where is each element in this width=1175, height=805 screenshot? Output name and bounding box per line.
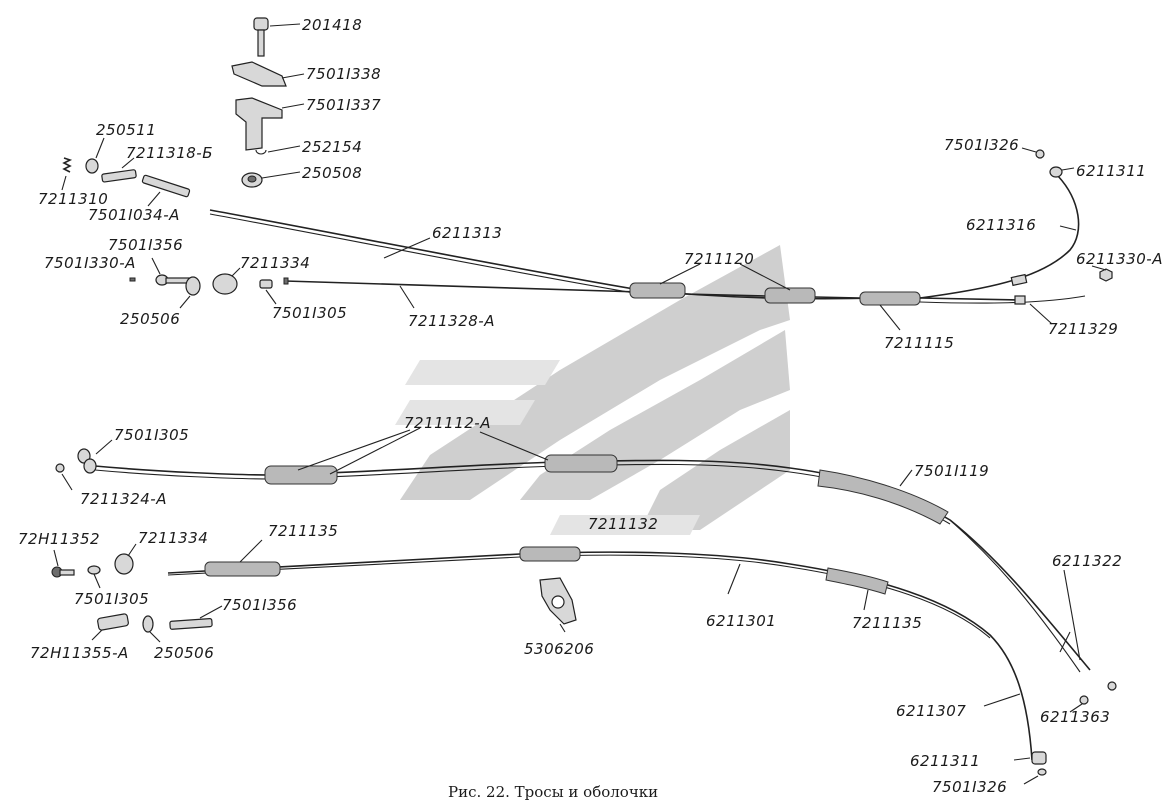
- label-7211115: 7211115: [884, 334, 954, 352]
- label-7501305-bot: 7501I305: [74, 590, 149, 608]
- label-250511: 250511: [96, 121, 156, 139]
- tip-7501330a: [129, 277, 136, 282]
- label-7211112a: 7211112-А: [404, 414, 491, 432]
- end-7501326-bot: [1023, 768, 1047, 785]
- label-7501356-top: 7501I356: [108, 236, 183, 254]
- clamp-5306206: [539, 577, 577, 633]
- end-6211311-bot: [1013, 751, 1047, 765]
- ring-7501305-bot: [87, 565, 101, 589]
- ends-7501305-mid: [55, 439, 113, 491]
- label-5306206: 5306206: [524, 640, 594, 658]
- bracket-7501337: [235, 97, 305, 151]
- nut-250508-top: [241, 171, 301, 188]
- label-7211310: 7211310: [38, 190, 108, 208]
- label-7501326-top: 7501I326: [944, 136, 1019, 154]
- clip-7501338: [231, 61, 305, 87]
- label-7211120: 7211120: [684, 250, 754, 268]
- washer-250511: [85, 137, 105, 174]
- cable-7211328a: [283, 277, 641, 309]
- label-6211322: 6211322: [1052, 552, 1122, 570]
- ring-252154: [255, 145, 301, 155]
- nut-7211334-top: [212, 267, 241, 295]
- label-7211318b: 7211318-Б: [126, 144, 213, 162]
- label-6211363: 6211363: [1040, 708, 1110, 726]
- cable-7211329: [919, 295, 1086, 325]
- label-7501330a: 7501I330-А: [44, 254, 136, 272]
- label-7211135-right: 7211135: [852, 614, 922, 632]
- sleeve-7211120: [629, 263, 816, 304]
- label-7211334-bot: 7211334: [138, 529, 208, 547]
- label-250506-bot: 250506: [154, 644, 214, 662]
- label-7501326-bot: 7501I326: [932, 778, 1007, 796]
- label-6211316: 6211316: [966, 216, 1036, 234]
- label-6211311-bot: 6211311: [910, 752, 980, 770]
- label-6211307: 6211307: [896, 702, 966, 720]
- bolt-7501356-bot: [169, 605, 223, 630]
- pin-7501034a: [141, 174, 191, 207]
- bolt-72h11352: [51, 549, 75, 578]
- label-7211324a: 7211324-А: [80, 490, 167, 508]
- label-7211132: 7211132: [588, 515, 658, 533]
- label-72h11355a: 72Н11355-А: [30, 644, 129, 662]
- label-6211330a: 6211330-А: [1076, 250, 1163, 268]
- figure-caption: Рис. 22. Тросы и оболочки: [448, 783, 658, 801]
- sleeve-7211115: [814, 291, 1021, 331]
- cable-6211301: [167, 539, 1033, 761]
- ends-6211363: [1059, 569, 1117, 713]
- label-201418: 201418: [302, 16, 362, 34]
- bolt-7501356-top: [151, 257, 191, 286]
- label-7501356-bot: 7501I356: [222, 596, 297, 614]
- leaders-7211112a: [297, 427, 549, 475]
- bushing-7501305-top: [259, 279, 277, 305]
- labels: 201418 7501I338 7501I337 252154 250508 2…: [18, 16, 1163, 796]
- label-250508-top: 250508: [302, 164, 362, 182]
- bolt-7211318b: [101, 157, 137, 183]
- label-72h11352: 72Н11352: [18, 530, 100, 548]
- label-6211313: 6211313: [432, 224, 502, 242]
- end-6211330a: [1091, 265, 1113, 282]
- spring-7211310: [61, 157, 73, 191]
- label-252154: 252154: [302, 138, 362, 156]
- label-250506-top: 250506: [120, 310, 180, 328]
- label-7211334-top: 7211334: [240, 254, 310, 272]
- watermark-logo: [395, 245, 790, 535]
- label-7501119: 7501I119: [914, 462, 989, 480]
- label-7211135-left: 7211135: [268, 522, 338, 540]
- label-7501034a: 7501I034-А: [88, 206, 180, 224]
- nut-250506-top: [179, 276, 201, 309]
- cable-6211316: [919, 175, 1080, 299]
- bolt-72h11355a: [91, 613, 129, 641]
- label-7501338: 7501I338: [306, 65, 381, 83]
- end-6211311-top: [1049, 166, 1075, 178]
- end-7501326-top: [1021, 147, 1045, 159]
- label-6211301: 6211301: [706, 612, 776, 630]
- label-7211328a: 7211328-А: [408, 312, 495, 330]
- label-7211329: 7211329: [1048, 320, 1118, 338]
- nut-250506-bot: [142, 615, 161, 643]
- label-7501337: 7501I337: [306, 96, 381, 114]
- label-7501305-top: 7501I305: [272, 304, 347, 322]
- bolt-201418: [253, 17, 301, 57]
- cable-7501119: [94, 454, 1091, 673]
- label-7501305-mid: 7501I305: [114, 426, 189, 444]
- nut-7211334-bot: [114, 543, 137, 575]
- label-6211311-top: 6211311: [1076, 162, 1146, 180]
